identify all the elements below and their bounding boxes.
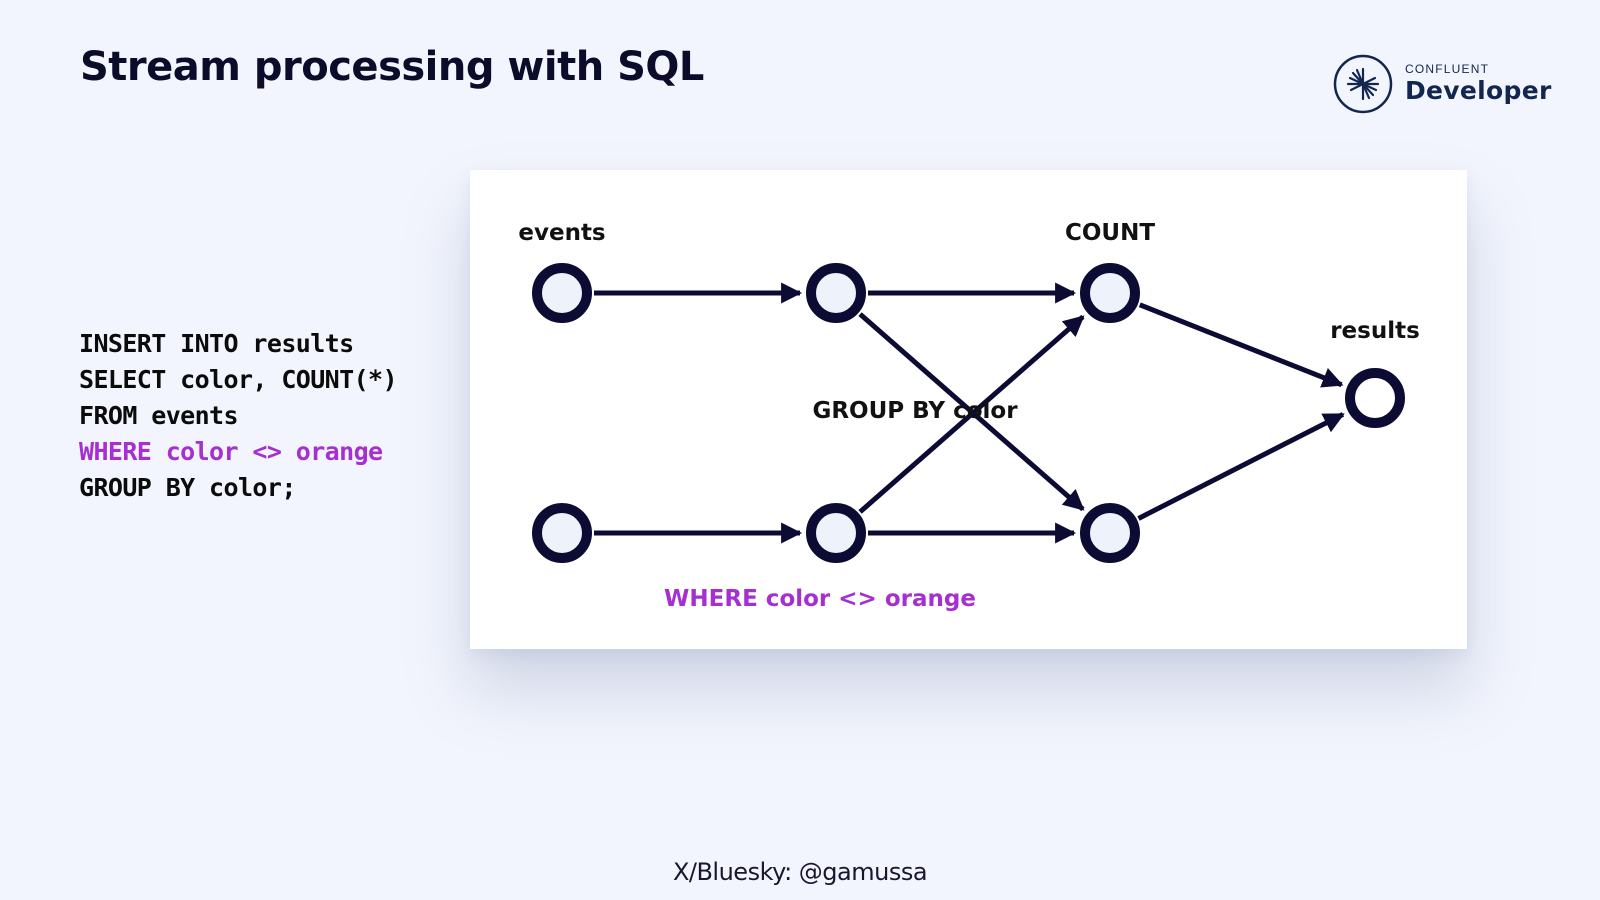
logo-brand-text: CONFLUENT (1405, 62, 1490, 76)
label-count: COUNT (1065, 220, 1155, 246)
slide-title: Stream processing with SQL (80, 44, 704, 90)
label-group-by: GROUP BY color (812, 398, 1018, 424)
code-line: FROM events (79, 401, 239, 430)
code-line-highlighted: WHERE color <> orange (79, 437, 383, 466)
logo-product-text: Developer (1405, 76, 1552, 105)
edge-filter-bottom-to-count-top (858, 314, 1085, 514)
stream-topology-diagram: events COUNT results GROUP BY color WHER… (518, 220, 1420, 612)
node-filter-top (806, 263, 866, 323)
label-events: events (518, 220, 605, 246)
node-source-top (532, 263, 592, 323)
edge-count-top-to-results (1138, 302, 1344, 388)
label-where: WHERE color <> orange (664, 586, 976, 612)
diagram-card: events COUNT results GROUP BY color WHER… (470, 170, 1467, 649)
node-count-bottom (1080, 503, 1140, 563)
confluent-developer-logo: CONFLUENT Developer (1333, 54, 1552, 114)
edge-count-bottom-to-results (1137, 412, 1345, 521)
node-results (1345, 368, 1405, 428)
node-count-top (1080, 263, 1140, 323)
code-line: GROUP BY color; (79, 473, 296, 502)
nodes-group (532, 263, 1405, 563)
label-results: results (1330, 318, 1420, 344)
edges-group (594, 282, 1345, 544)
node-source-bottom (532, 503, 592, 563)
code-line: INSERT INTO results (79, 329, 354, 358)
confluent-starburst-icon (1333, 54, 1393, 114)
footer-handle: X/Bluesky: @gamussa (672, 858, 928, 886)
node-filter-bottom (806, 503, 866, 563)
sql-code-block: INSERT INTO results SELECT color, COUNT(… (79, 326, 398, 506)
code-line: SELECT color, COUNT(*) (79, 365, 398, 394)
